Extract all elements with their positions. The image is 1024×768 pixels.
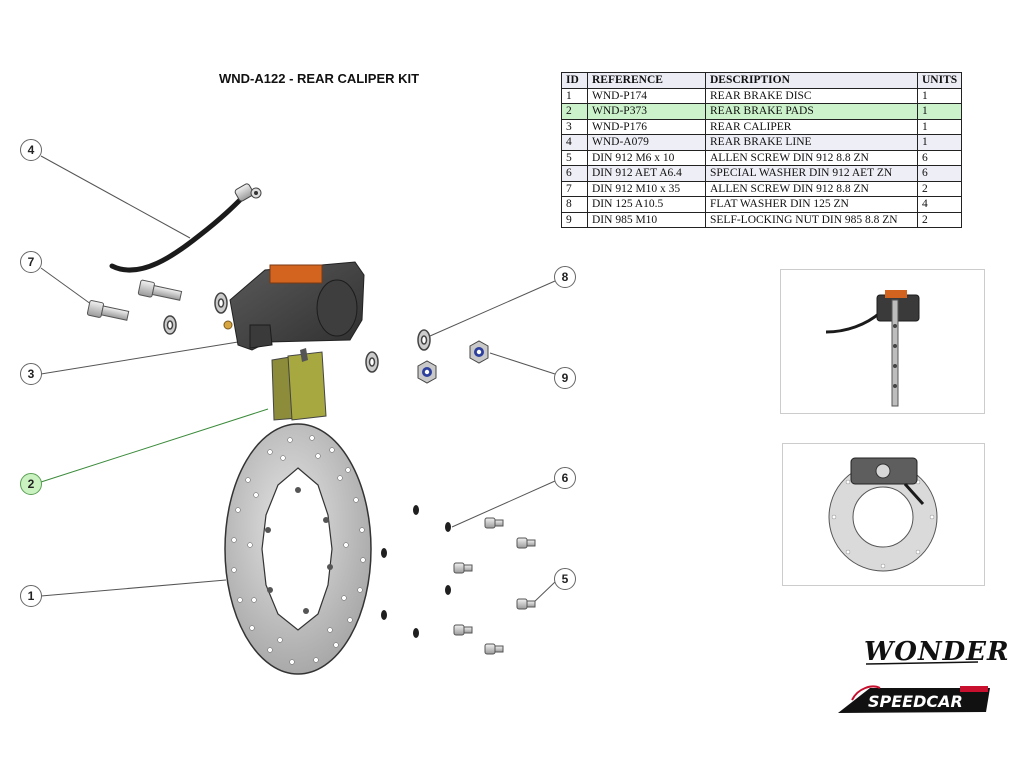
callout-5[interactable]: 5 (554, 568, 576, 590)
table-row[interactable]: 6 DIN 912 AET A6.4 SPECIAL WASHER DIN 91… (561, 165, 963, 182)
callout-4[interactable]: 4 (20, 139, 42, 161)
callout-9[interactable]: 9 (554, 367, 576, 389)
header-reference: REFERENCE (587, 72, 706, 89)
cell-reference: WND-P176 (587, 118, 706, 135)
cell-description: SELF-LOCKING NUT DIN 985 8.8 ZN (705, 211, 918, 228)
brake-pads-part (271, 348, 327, 421)
leader-line-2 (40, 408, 269, 483)
cell-description: SPECIAL WASHER DIN 912 AET ZN (705, 165, 918, 182)
leader-line-6 (451, 480, 556, 528)
assembly-side-view-image (825, 290, 920, 407)
cell-reference: DIN 985 M10 (587, 211, 706, 228)
disc-screws-part (453, 517, 536, 655)
callout-6[interactable]: 6 (554, 467, 576, 489)
cell-id: 2 (561, 103, 588, 120)
cell-description: REAR BRAKE PADS (705, 103, 918, 120)
table-row[interactable]: 4 WND-A079 REAR BRAKE LINE 1 (561, 134, 963, 151)
table-row[interactable]: 9 DIN 985 M10 SELF-LOCKING NUT DIN 985 8… (561, 211, 963, 228)
leader-line-3 (40, 341, 239, 375)
callout-8[interactable]: 8 (554, 266, 576, 288)
special-washers-part (381, 505, 451, 638)
leader-line-8 (429, 280, 556, 337)
callout-1[interactable]: 1 (20, 585, 42, 607)
cell-description: ALLEN SCREW DIN 912 8.8 ZN (705, 180, 918, 197)
brake-disc-part (224, 423, 372, 675)
leader-line-9 (489, 352, 556, 375)
cell-units: 2 (916, 211, 963, 228)
assembly-front-view-thumbnail (782, 443, 985, 586)
leader-line-7 (40, 267, 96, 308)
kit-title: WND-A122 - REAR CALIPER KIT (219, 71, 420, 86)
header-units: UNITS (916, 72, 963, 89)
cell-reference: WND-A079 (587, 134, 706, 151)
leader-line-1 (40, 579, 227, 597)
table-row[interactable]: 1 WND-P174 REAR BRAKE DISC 1 (561, 87, 963, 104)
caliper-part (223, 261, 365, 351)
cell-description: REAR BRAKE DISC (705, 87, 918, 104)
cell-reference: DIN 912 AET A6.4 (587, 165, 706, 182)
header-description: DESCRIPTION (705, 72, 918, 89)
leader-line-5 (531, 581, 556, 605)
cell-description: ALLEN SCREW DIN 912 8.8 ZN (705, 149, 918, 166)
cell-units: 1 (916, 134, 963, 151)
nuts-part (417, 340, 489, 384)
parts-table-header: ID REFERENCE DESCRIPTION UNITS (561, 72, 963, 89)
caliper-bolts-part (86, 279, 183, 321)
leader-lines (40, 155, 556, 605)
callout-3[interactable]: 3 (20, 363, 42, 385)
callout-7[interactable]: 7 (20, 251, 42, 273)
parts-table: ID REFERENCE DESCRIPTION UNITS 1 WND-P17… (561, 72, 963, 228)
cell-units: 1 (916, 87, 963, 104)
header-id: ID (561, 72, 588, 89)
assembly-front-view-image (828, 457, 938, 572)
leader-line-4 (40, 155, 191, 239)
assembly-side-view-thumbnail (780, 269, 985, 414)
callout-2[interactable]: 2 (20, 473, 42, 495)
washers-part (163, 292, 431, 373)
table-row[interactable]: 5 DIN 912 M6 x 10 ALLEN SCREW DIN 912 8.… (561, 149, 963, 166)
brake-line-part (109, 183, 262, 273)
